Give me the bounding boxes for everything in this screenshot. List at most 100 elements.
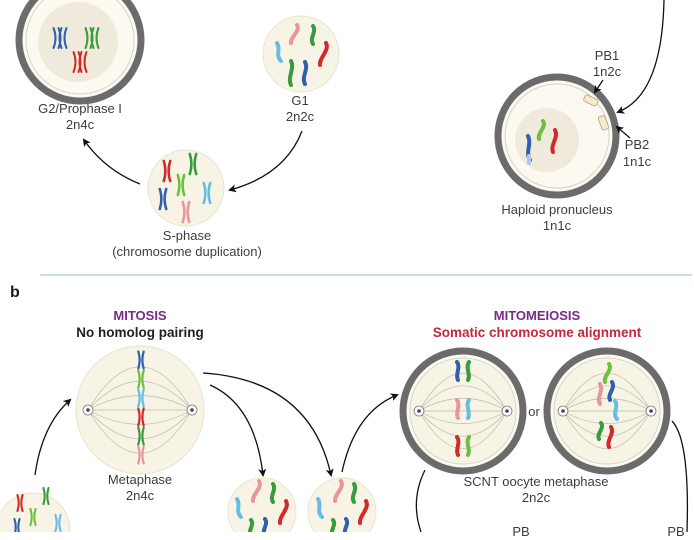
chromosome bbox=[316, 497, 324, 519]
chromosome bbox=[289, 23, 300, 45]
chromatid bbox=[141, 426, 145, 446]
chromatid bbox=[52, 27, 57, 49]
mitosis-metaphase-cell bbox=[75, 345, 205, 475]
arrow-s-to-g2 bbox=[82, 138, 141, 185]
spindle-fiber bbox=[418, 410, 508, 437]
chromosome bbox=[455, 435, 461, 457]
mitomeiosis-subtitle: Somatic chromosome alignment bbox=[432, 325, 642, 340]
chromatid bbox=[57, 27, 62, 49]
chromosome bbox=[277, 499, 289, 525]
chromatid bbox=[162, 159, 167, 183]
arrow-daughter-to-scnt bbox=[341, 393, 399, 473]
chromatid bbox=[176, 173, 181, 197]
chromatid bbox=[137, 407, 141, 427]
chromatid bbox=[29, 507, 33, 527]
centriole bbox=[505, 409, 509, 413]
chromosome bbox=[606, 425, 614, 449]
spindle-fiber bbox=[562, 385, 652, 412]
chromosome bbox=[613, 399, 619, 421]
chromatid bbox=[163, 187, 168, 211]
chromosome bbox=[251, 479, 262, 503]
spindle-fiber bbox=[418, 410, 508, 449]
s-phase-cell bbox=[147, 149, 225, 227]
chromosome bbox=[287, 59, 295, 87]
s-phase-sublabel: (chromosome duplication) bbox=[112, 244, 262, 259]
chromatid bbox=[141, 369, 145, 389]
chromosome bbox=[455, 398, 461, 420]
or-label: or bbox=[528, 404, 540, 419]
s-phase-label: S-phase bbox=[162, 228, 212, 243]
chromatid bbox=[137, 426, 141, 446]
g2-prophase-label: G2/Prophase I bbox=[38, 101, 122, 116]
chromatid bbox=[202, 181, 207, 205]
spindle-fiber bbox=[418, 385, 508, 412]
chromatid bbox=[95, 27, 100, 49]
mitosis-subtitle: No homolog pairing bbox=[76, 325, 204, 340]
chromosome bbox=[329, 518, 337, 538]
chromatid bbox=[16, 493, 20, 513]
chromosome bbox=[350, 482, 358, 504]
chromatid bbox=[181, 200, 186, 224]
chromatid bbox=[20, 493, 24, 513]
chromosome bbox=[536, 119, 546, 141]
scnt-oocyte-aligned bbox=[399, 347, 527, 475]
chromatid bbox=[42, 486, 46, 506]
chromosome bbox=[602, 362, 612, 384]
daughter-cell-1 bbox=[227, 477, 297, 540]
polar-body-1 bbox=[583, 94, 599, 107]
arrow-pb2 bbox=[615, 125, 631, 139]
g1-ploidy-label: 2n2c bbox=[285, 109, 315, 124]
scnt-oocyte-misaligned bbox=[543, 347, 671, 475]
mitosis-title: MITOSIS bbox=[113, 308, 167, 323]
metaphase-ploidy-label: 2n4c bbox=[125, 488, 155, 503]
chromatid bbox=[89, 27, 94, 49]
chromatid bbox=[63, 27, 68, 49]
arrow-to-metaphase bbox=[34, 398, 72, 476]
cell-body bbox=[147, 149, 225, 227]
chromatid bbox=[167, 159, 172, 183]
chromatid bbox=[58, 513, 62, 533]
spindle-fiber bbox=[87, 366, 193, 411]
mitomeiosis-title: MITOMEIOSIS bbox=[493, 308, 581, 323]
chromosome bbox=[465, 398, 471, 420]
oocyte-membrane bbox=[25, 0, 135, 95]
spindle-fiber bbox=[87, 409, 193, 425]
polar-body-2 bbox=[597, 115, 609, 131]
scnt-metaphase-label: SCNT oocyte metaphase bbox=[463, 474, 609, 489]
chromosome bbox=[465, 360, 471, 382]
chromatid bbox=[84, 27, 89, 49]
chromatid bbox=[137, 369, 141, 389]
chromatid bbox=[181, 173, 186, 197]
chromatid bbox=[193, 152, 198, 176]
g1-label: G1 bbox=[291, 93, 309, 108]
chromatid bbox=[137, 388, 141, 408]
centriole bbox=[649, 409, 653, 413]
centriole bbox=[190, 408, 194, 412]
arrow-pb1 bbox=[593, 79, 604, 94]
g1-cell bbox=[262, 15, 340, 93]
pb-label-left: PB bbox=[512, 524, 530, 539]
chromatid bbox=[141, 407, 145, 427]
scnt-ploidy-label: 2n2c bbox=[521, 490, 551, 505]
pb-label-right: PB bbox=[667, 524, 685, 539]
chromosome bbox=[317, 41, 329, 67]
spindle-fiber bbox=[562, 410, 652, 449]
chromatid bbox=[17, 517, 21, 537]
oocyte-membrane bbox=[553, 357, 661, 465]
haploid-pronucleus-label: Haploid pronucleus bbox=[501, 202, 613, 217]
line-scnt-right bbox=[671, 420, 689, 533]
chromosome bbox=[309, 24, 317, 46]
spindle-fiber bbox=[562, 410, 652, 424]
arrow-to-haploid bbox=[616, 0, 665, 114]
chromosome bbox=[247, 518, 255, 538]
chromatid bbox=[137, 350, 141, 370]
chromosome bbox=[333, 479, 344, 503]
centriole bbox=[561, 409, 565, 413]
chromosome bbox=[596, 382, 604, 406]
chromatid bbox=[54, 513, 58, 533]
spindle-fiber bbox=[418, 398, 508, 412]
daughter-cell-2 bbox=[307, 477, 377, 540]
chromatid bbox=[77, 51, 82, 73]
haploid-oocyte bbox=[494, 73, 620, 199]
